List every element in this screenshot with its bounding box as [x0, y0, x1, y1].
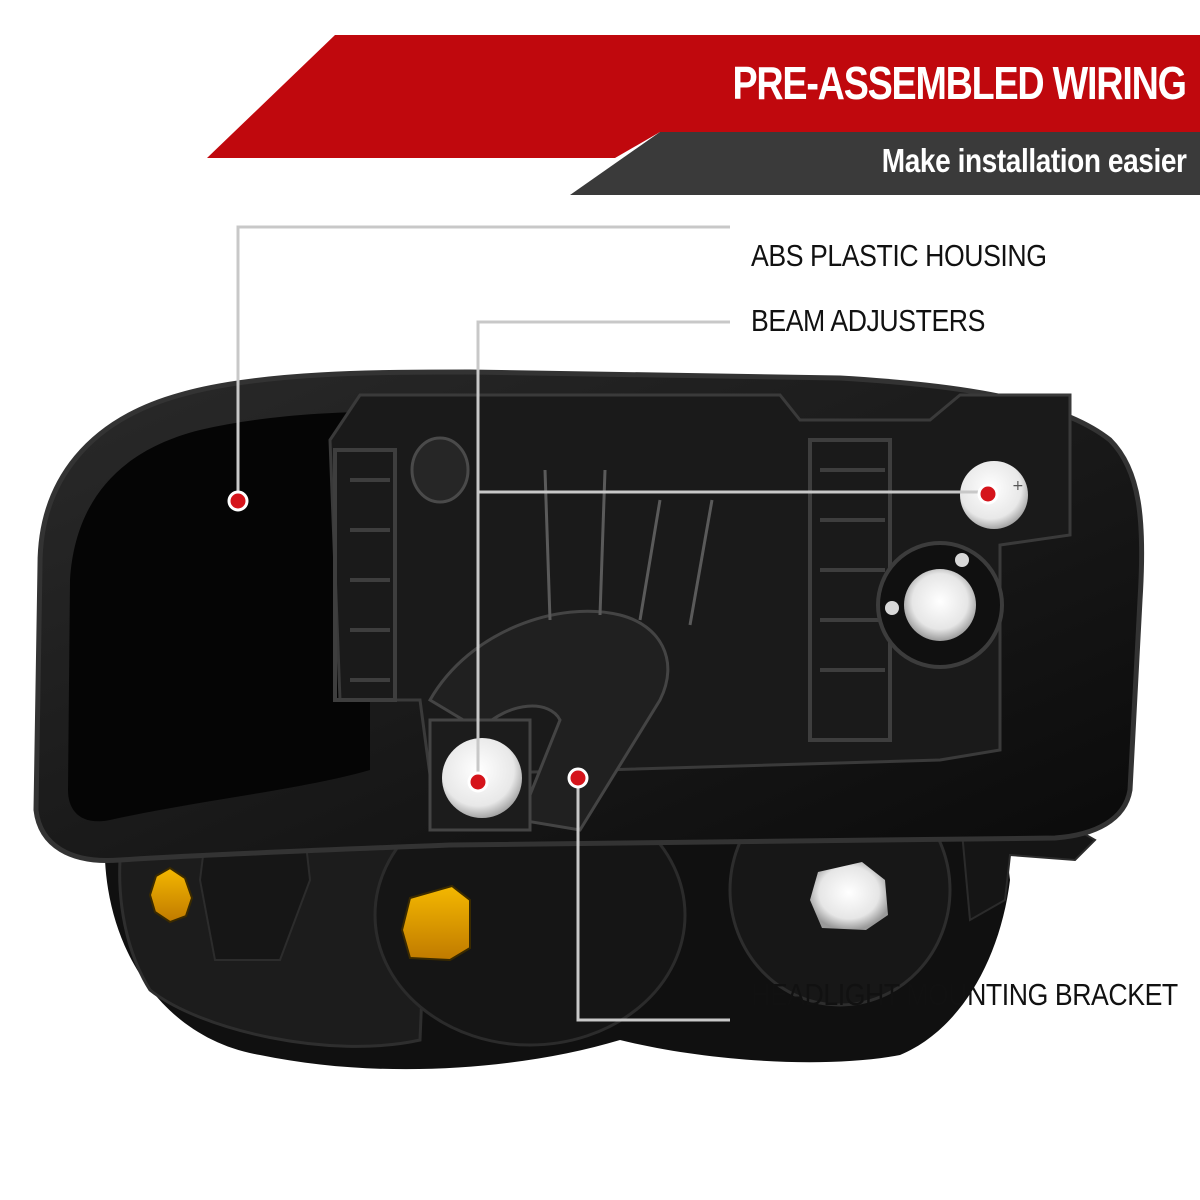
socket-screw — [885, 601, 899, 615]
subline-dark-band — [570, 132, 1200, 195]
header-banner — [207, 35, 1200, 195]
callout-label-beam-adjusters: BEAM ADJUSTERS — [751, 303, 985, 338]
callout-label-mounting-bracket: HEADLIGHT MOUNTING BRACKET — [751, 977, 1178, 1012]
front-bulb-socket — [810, 862, 888, 930]
banner-subline: Make installation easier — [881, 142, 1186, 179]
marker-dot-beam-lower — [467, 771, 489, 793]
adjuster-screw-mark: + — [1012, 478, 1024, 494]
rear-bulb-socket — [904, 569, 976, 641]
abs-housing-leader — [236, 225, 730, 501]
bracket-arm — [427, 609, 670, 832]
wire-guides — [543, 469, 714, 626]
bracket-leader — [576, 780, 730, 1022]
beam-adjuster-leader — [476, 320, 730, 780]
wire-connector — [410, 436, 470, 504]
headline-red-band — [207, 35, 1200, 158]
amber-reflector-center — [400, 884, 471, 962]
left-bracket-ribs — [333, 448, 397, 702]
amber-reflector-left — [148, 866, 194, 924]
callout-label-abs-housing: ABS PLASTIC HOUSING — [751, 238, 1047, 273]
banner-headline: PRE-ASSEMBLED WIRING — [732, 57, 1187, 109]
callout-leader-lines — [236, 225, 990, 1022]
marker-dot-beam-upper — [977, 483, 999, 505]
marker-dot-bracket — [567, 767, 589, 789]
marker-dot-abs-housing — [227, 490, 249, 512]
callout-markers — [227, 483, 999, 793]
housing-inner-wall — [68, 412, 370, 822]
socket-screw — [955, 553, 969, 567]
